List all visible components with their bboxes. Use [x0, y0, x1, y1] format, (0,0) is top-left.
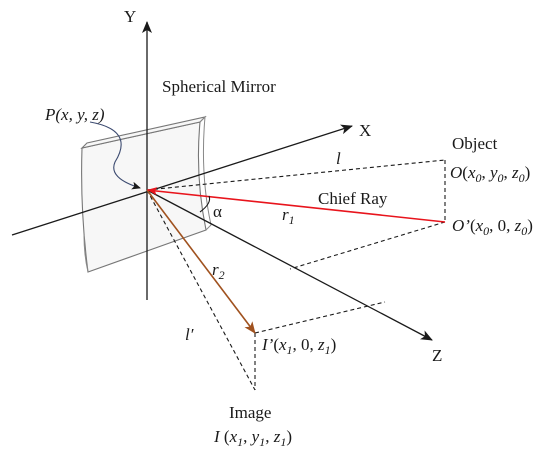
chief-ray-label: Chief Ray [318, 189, 388, 208]
line-l-prime [146, 189, 256, 391]
x-axis [11, 124, 353, 236]
image-projection-dash [254, 301, 386, 334]
image-projection-label: I’(x1, 0, z1) [261, 335, 336, 357]
object-projection-label: O’(x0, 0, z0) [452, 216, 533, 238]
z-axis-label: Z [432, 346, 442, 365]
object-point-label: O(x0, y0, z0) [450, 163, 530, 185]
alpha-arc [199, 195, 211, 213]
r2-label: r2 [212, 260, 225, 282]
object-projection-dash [289, 221, 446, 270]
line-l [146, 159, 446, 191]
chief-ray [146, 189, 446, 223]
l-label: l [336, 149, 341, 168]
point-p-label: P(x, y, z) [44, 105, 105, 124]
ray-r2 [146, 189, 256, 334]
r1-label: r1 [282, 205, 295, 227]
y-axis-label: Y [124, 7, 136, 26]
l-prime-label: l′ [185, 325, 194, 344]
x-axis-label: X [359, 121, 371, 140]
alpha-label: α [213, 202, 222, 221]
z-axis [146, 189, 433, 341]
image-point-label: I (x1, y1, z1) [213, 427, 292, 449]
p-pointer [89, 121, 141, 190]
image-label: Image [229, 403, 271, 422]
object-label: Object [452, 134, 498, 153]
origin-arrow [147, 187, 158, 196]
mirror-label: Spherical Mirror [162, 77, 276, 96]
